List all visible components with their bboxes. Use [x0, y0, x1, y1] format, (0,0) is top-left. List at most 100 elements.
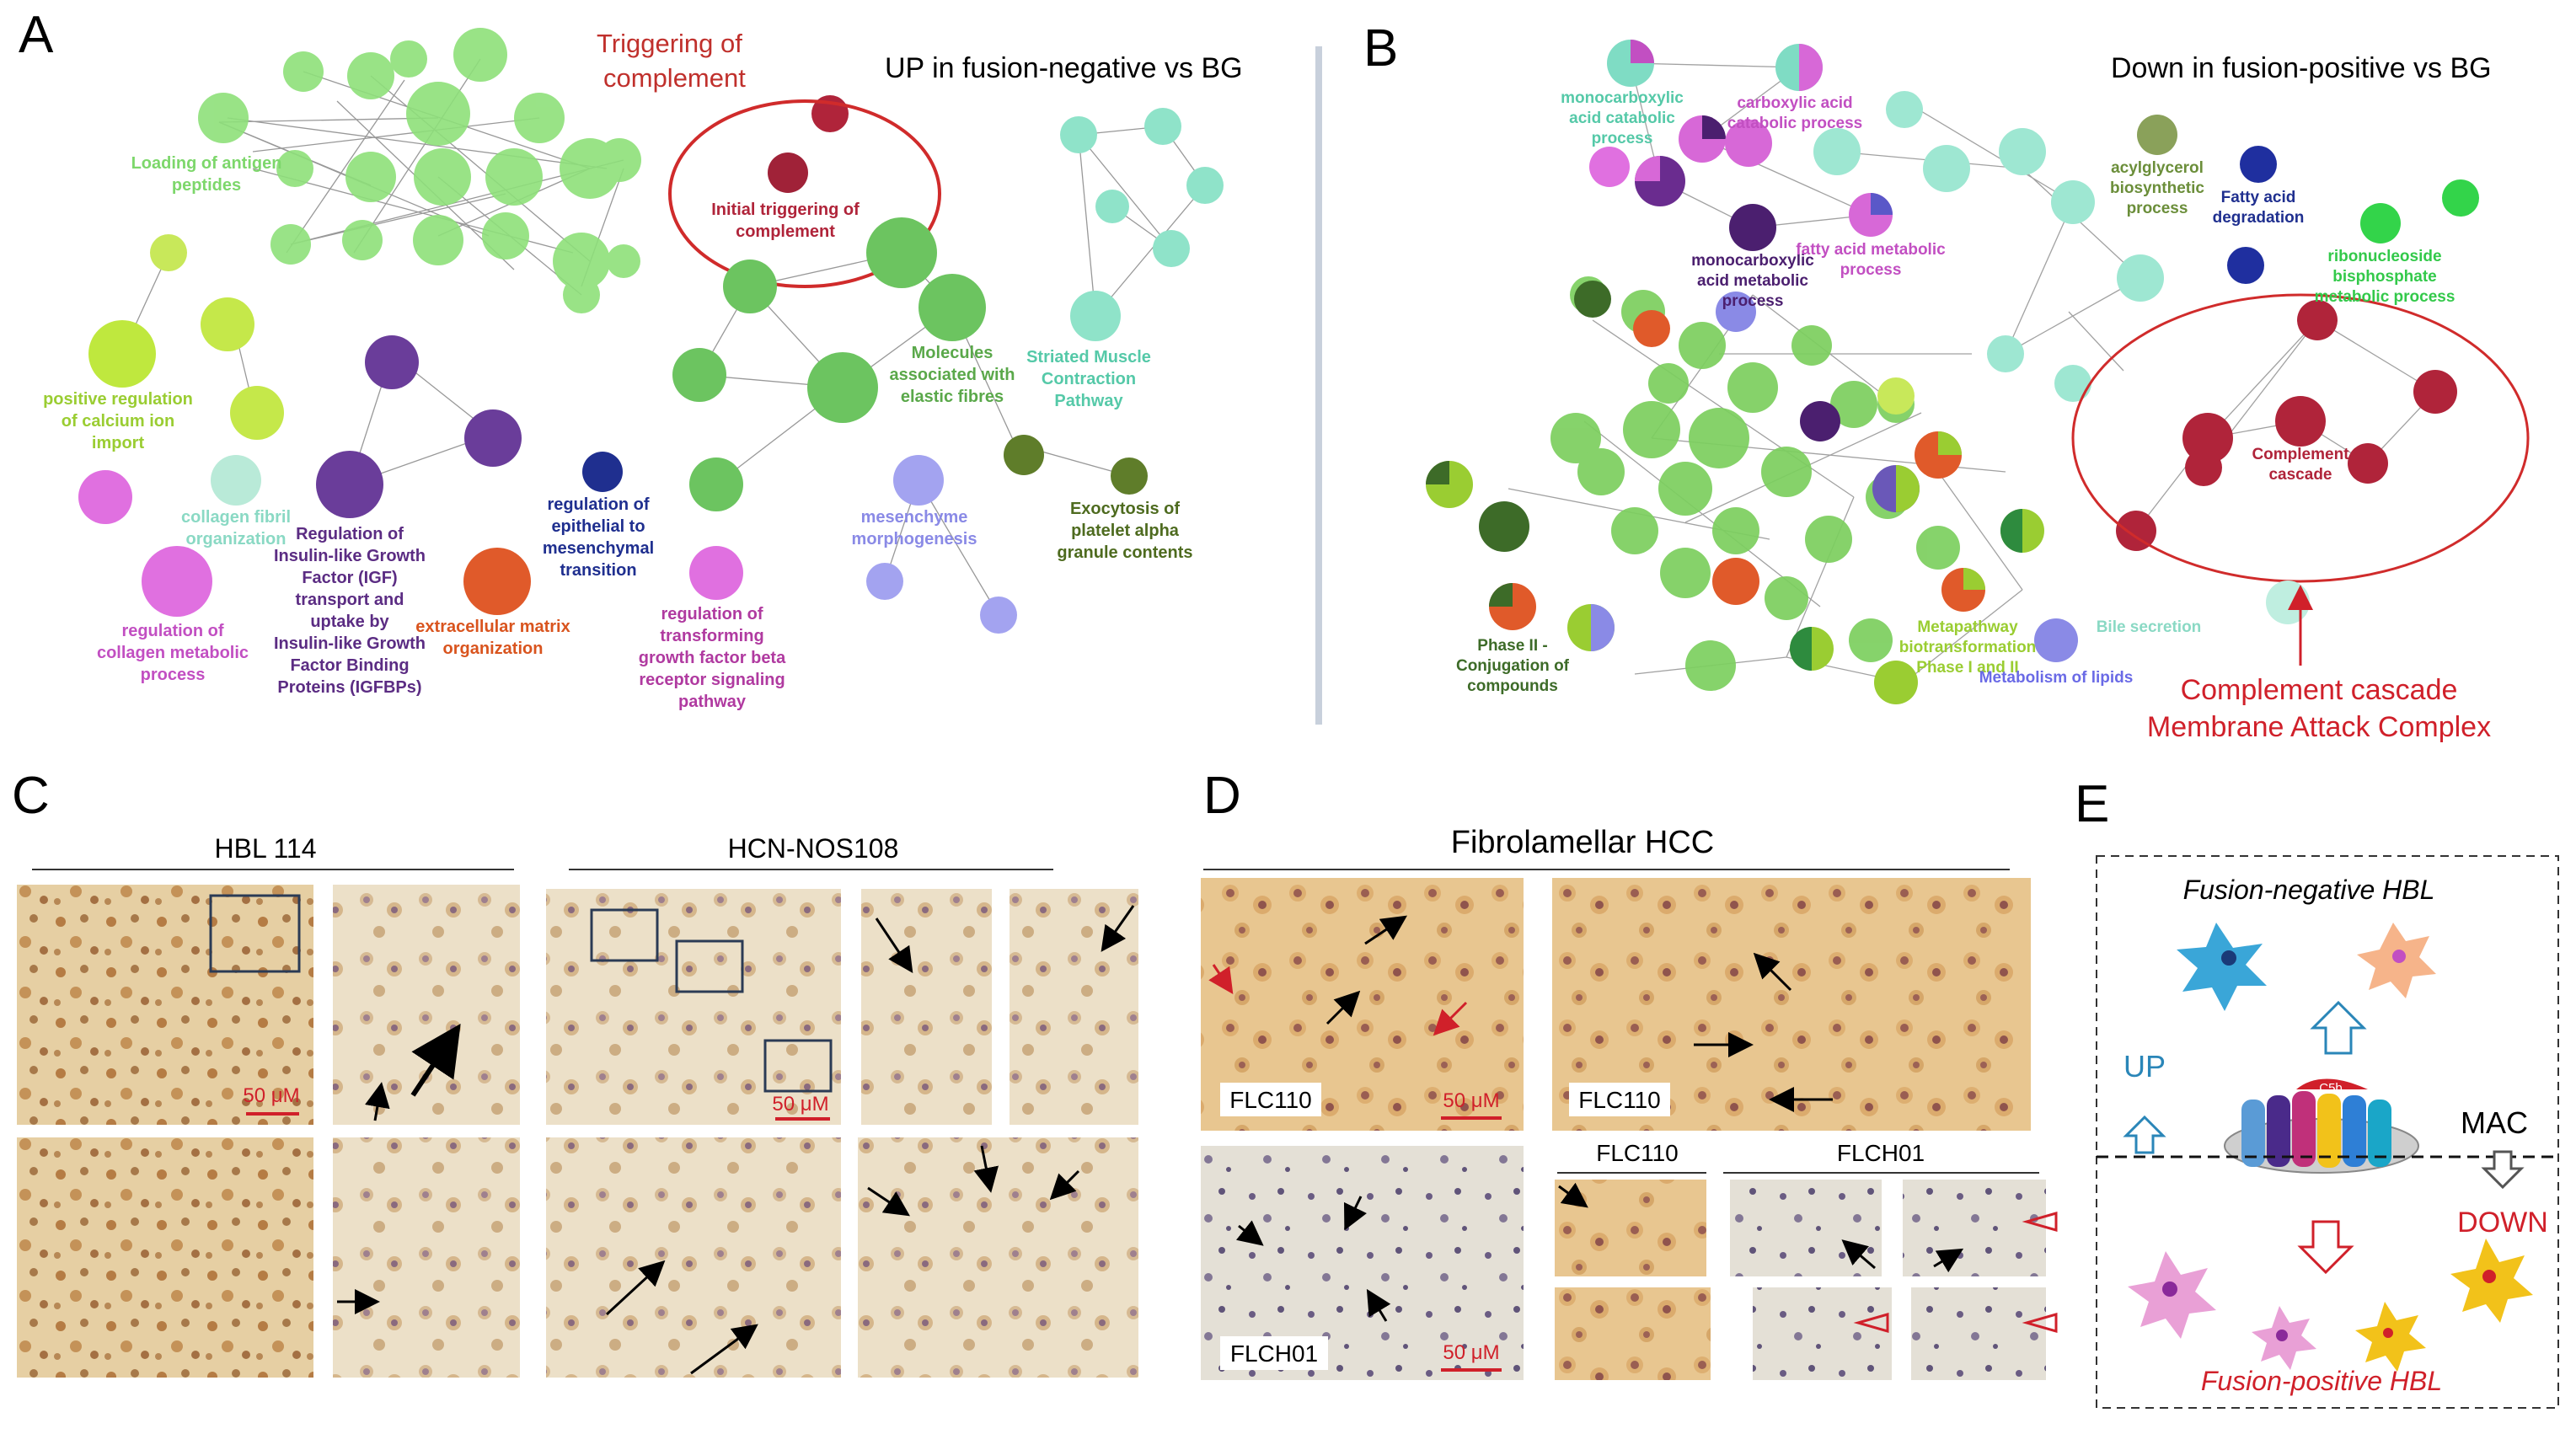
red-arrow-d15 — [1853, 1313, 1889, 1333]
panel-d-title: Fibrolamellar HCC — [1451, 825, 1715, 860]
label-b-metabolism-lipids: Metabolism of lipids — [1979, 669, 2134, 687]
label-b-bile-secretion: Bile secretion — [2097, 618, 2202, 636]
panel-e-top-label: Fusion-negative HBL — [2183, 875, 2435, 905]
panel-b-nodes — [1426, 40, 2530, 704]
image-label-d2: FLC110 — [1578, 1087, 1661, 1113]
panel-b-callout-line1: Complement cascade — [2181, 674, 2458, 706]
ihc-hcn-box-1 — [590, 908, 659, 962]
panel-a-letter: A — [19, 6, 54, 64]
sub-header-flch01: FLCH01 — [1837, 1140, 1925, 1166]
ihc-flc110-cell-2 — [1555, 1287, 1711, 1380]
arrow-c4 — [875, 918, 913, 973]
arrow-d2 — [1325, 990, 1361, 1025]
arrow-c9 — [973, 1145, 999, 1193]
arrow-c1 — [410, 1024, 461, 1097]
panel-b-title: Down in fusion-positive vs BG — [2111, 52, 2492, 84]
arrow-c7 — [690, 1324, 758, 1375]
ihc-hbl114-detail-2 — [333, 1137, 520, 1378]
image-label-box-d2 — [1569, 1083, 1670, 1116]
arrow-d3 — [1208, 964, 1234, 994]
panel-b-callout-line2: Membrane Attack Complex — [2147, 711, 2491, 743]
arrow-d13 — [1933, 1248, 1964, 1273]
arrow-c5 — [1101, 905, 1135, 952]
cell-pink-icon — [2357, 923, 2436, 998]
cell-blue-icon — [2177, 923, 2267, 1011]
scale-bar-d2-label: 50 μM — [1443, 1341, 1499, 1364]
panel-b-callout-ellipse — [2071, 293, 2530, 583]
arrow-d8 — [1343, 1196, 1367, 1231]
scale-bar-d1-label: 50 μM — [1443, 1089, 1499, 1112]
panel-b-letter: B — [1363, 19, 1398, 78]
panel-c: C HBL 114 HCN-NOS108 50 μM 50 μM — [12, 767, 1138, 1378]
ihc-flch01-cell-3 — [1753, 1287, 1892, 1380]
panel-a: A UP in fusion-negative vs BG Triggering… — [19, 6, 1243, 711]
panel-e-letter: E — [2075, 775, 2109, 833]
panel-a-callout-line1: Triggering of — [597, 29, 742, 58]
image-label-box-d3 — [1220, 1336, 1328, 1370]
panel-e-up-label: UP — [2123, 1049, 2166, 1084]
panel-b: B Down in fusion-positive vs BG — [1363, 19, 2530, 743]
ihc-flch01-cell-4 — [1911, 1287, 2046, 1380]
cell-fusion-positive-3-icon — [2355, 1302, 2426, 1372]
panel-a-cluster-nodes — [198, 28, 641, 313]
panel-e-down-label: DOWN — [2457, 1207, 2548, 1239]
panel-a-callout-ellipse — [668, 99, 941, 288]
image-label-d3: FLCH01 — [1230, 1340, 1318, 1367]
ihc-hbl114-detail-1 — [333, 885, 520, 1125]
node-initial-triggering — [768, 152, 808, 193]
arrow-d12 — [1841, 1239, 1876, 1270]
scale-bar-c2-label: 50 μM — [772, 1093, 828, 1116]
ihc-hbl114-overview-2 — [17, 1137, 313, 1378]
ihc-hcn-box-3 — [763, 1039, 833, 1093]
panel-e-mac-label: MAC — [2461, 1105, 2528, 1140]
cell-fusion-positive-1-icon — [2128, 1251, 2216, 1339]
panel-a-callout-line2: complement — [603, 63, 746, 93]
arrow-d10 — [1366, 1288, 1391, 1322]
ihc-flc110-cell-1 — [1555, 1180, 1706, 1276]
cell-fusion-positive-2-icon — [2252, 1306, 2316, 1370]
panel-d-letter: D — [1203, 767, 1241, 825]
ihc-hbl114-overview — [17, 885, 313, 1125]
red-arrow-d14 — [2022, 1212, 2058, 1232]
panel-e-bottom-label: Fusion-positive HBL — [2201, 1366, 2442, 1396]
sub-header-flc110: FLC110 — [1596, 1140, 1679, 1166]
hollow-down-arrow-icon — [2297, 1220, 2354, 1275]
small-up-arrow-icon — [2123, 1115, 2166, 1154]
scale-bar-c1-label: 50 μM — [243, 1084, 299, 1107]
ihc-hbl114-zoom-box — [209, 894, 301, 973]
ihc-hcn-detail-4 — [858, 1137, 1138, 1378]
arrow-c2 — [365, 1082, 390, 1121]
mac-complex-icon — [2224, 1078, 2419, 1174]
arrow-c6 — [605, 1260, 666, 1316]
panel-c-sample-1: HBL 114 — [215, 833, 317, 864]
ihc-hcn-detail-3 — [546, 1137, 841, 1378]
image-label-d1: FLC110 — [1229, 1087, 1312, 1113]
arrow-d11 — [1558, 1182, 1588, 1208]
arrow-d9 — [1235, 1220, 1264, 1246]
ihc-flch01-cell-1 — [1730, 1180, 1882, 1276]
hollow-up-arrow-icon — [2310, 1000, 2367, 1055]
